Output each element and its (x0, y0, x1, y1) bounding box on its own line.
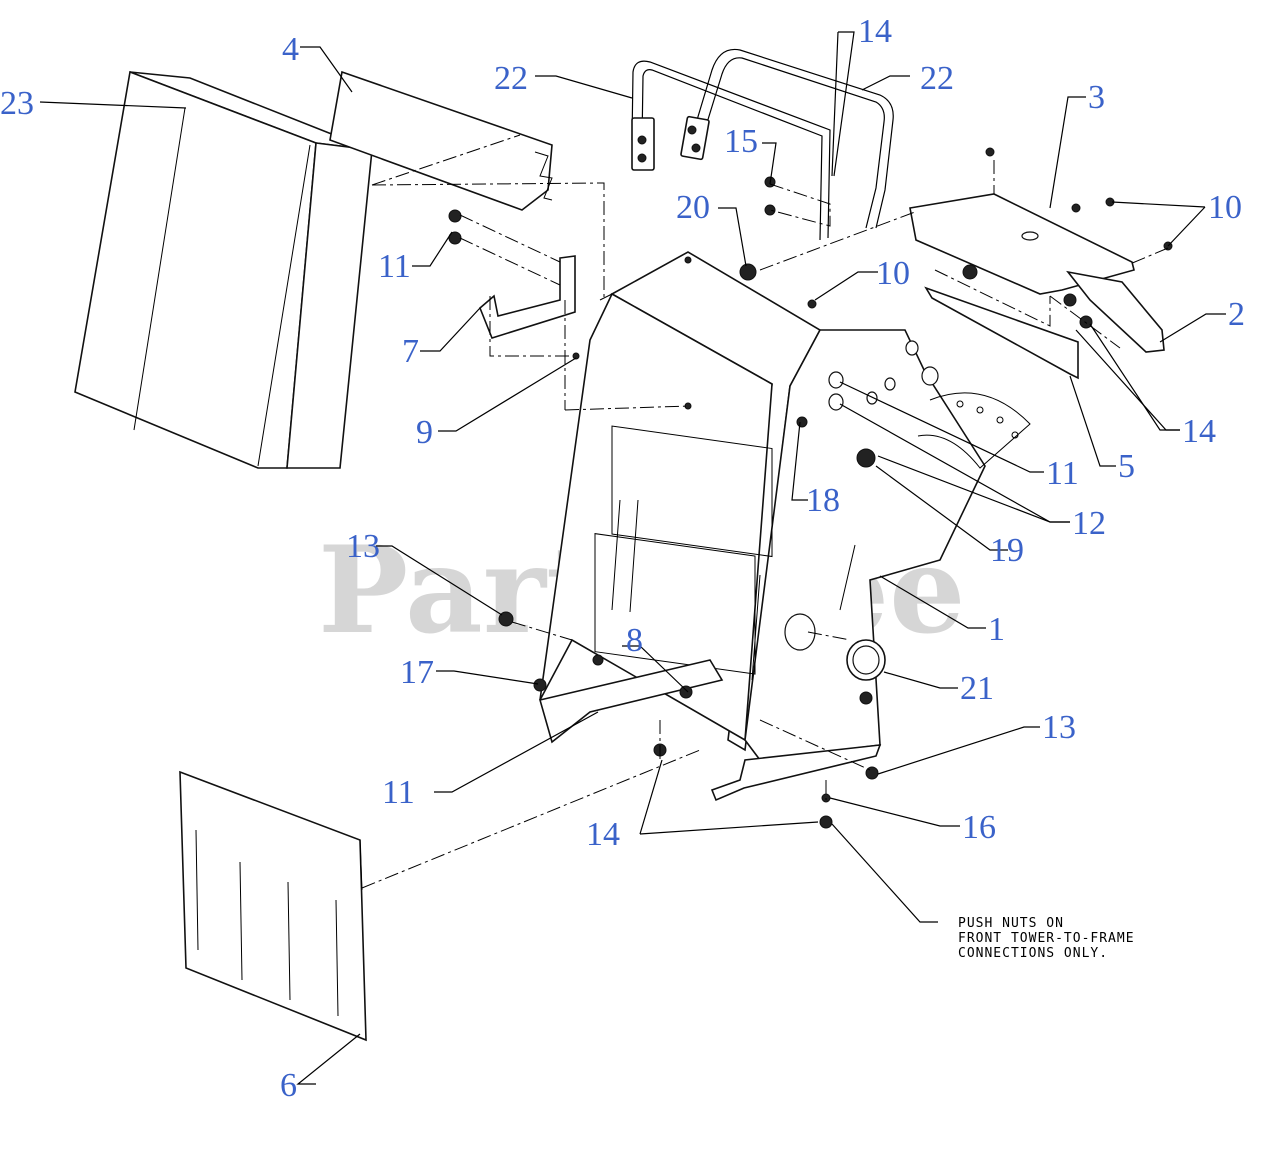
callout-11-right[interactable]: 11 (1046, 455, 1079, 492)
callout-8[interactable]: 8 (626, 622, 643, 659)
note-line-1: PUSH NUTS ON (958, 916, 1064, 931)
callout-13-left[interactable]: 13 (346, 528, 380, 565)
callout-11-upper[interactable]: 11 (378, 248, 411, 285)
callout-14-bottom[interactable]: 14 (586, 816, 620, 853)
callout-1[interactable]: 1 (988, 611, 1005, 648)
callout-10-center[interactable]: 10 (876, 255, 910, 292)
note-line-2: FRONT TOWER-TO-FRAME (958, 931, 1135, 946)
part-1-tower[interactable] (539, 251, 986, 761)
part-6-panel[interactable] (179, 770, 367, 1042)
callout-22-left[interactable]: 22 (494, 60, 528, 97)
seat-adjust-quadrant (917, 392, 1031, 469)
callouts: 23 4 22 14 22 3 15 20 10 10 11 2 7 14 9 … (0, 13, 1245, 1104)
callout-2[interactable]: 2 (1228, 296, 1245, 333)
callout-14-right[interactable]: 14 (1182, 413, 1216, 450)
callout-7[interactable]: 7 (402, 333, 419, 370)
callout-13-right[interactable]: 13 (1042, 709, 1076, 746)
callout-23[interactable]: 23 (0, 85, 34, 122)
callout-19[interactable]: 19 (990, 532, 1024, 569)
callout-11-lower[interactable]: 11 (382, 774, 415, 811)
part-22-handles[interactable] (631, 48, 894, 241)
part-5-bar[interactable] (924, 286, 1079, 380)
callout-16[interactable]: 16 (962, 809, 996, 846)
callout-3[interactable]: 3 (1088, 79, 1105, 116)
part-7-bracket[interactable] (479, 255, 576, 339)
callout-22-right[interactable]: 22 (920, 60, 954, 97)
part-4-panel[interactable] (329, 70, 553, 211)
callout-15[interactable]: 15 (724, 123, 758, 160)
callout-14-top[interactable]: 14 (858, 13, 892, 50)
assembly-lines (361, 134, 1169, 889)
callout-21[interactable]: 21 (960, 670, 994, 707)
callout-10-right[interactable]: 10 (1208, 189, 1242, 226)
callout-5[interactable]: 5 (1118, 448, 1135, 485)
part-3-plate[interactable] (909, 193, 1165, 353)
callout-20[interactable]: 20 (676, 189, 710, 226)
callout-9[interactable]: 9 (416, 414, 433, 451)
callout-12[interactable]: 12 (1072, 505, 1106, 542)
hardware (448, 147, 1173, 829)
assembly-note: PUSH NUTS ON FRONT TOWER-TO-FRAME CONNEC… (958, 916, 1135, 961)
note-line-3: CONNECTIONS ONLY. (958, 946, 1108, 961)
callout-4[interactable]: 4 (282, 31, 299, 68)
callout-18[interactable]: 18 (806, 482, 840, 519)
callout-6[interactable]: 6 (280, 1067, 297, 1104)
leader-lines (39, 31, 1226, 1085)
callout-17[interactable]: 17 (400, 654, 434, 691)
part-23-seat-cover[interactable] (74, 70, 373, 469)
